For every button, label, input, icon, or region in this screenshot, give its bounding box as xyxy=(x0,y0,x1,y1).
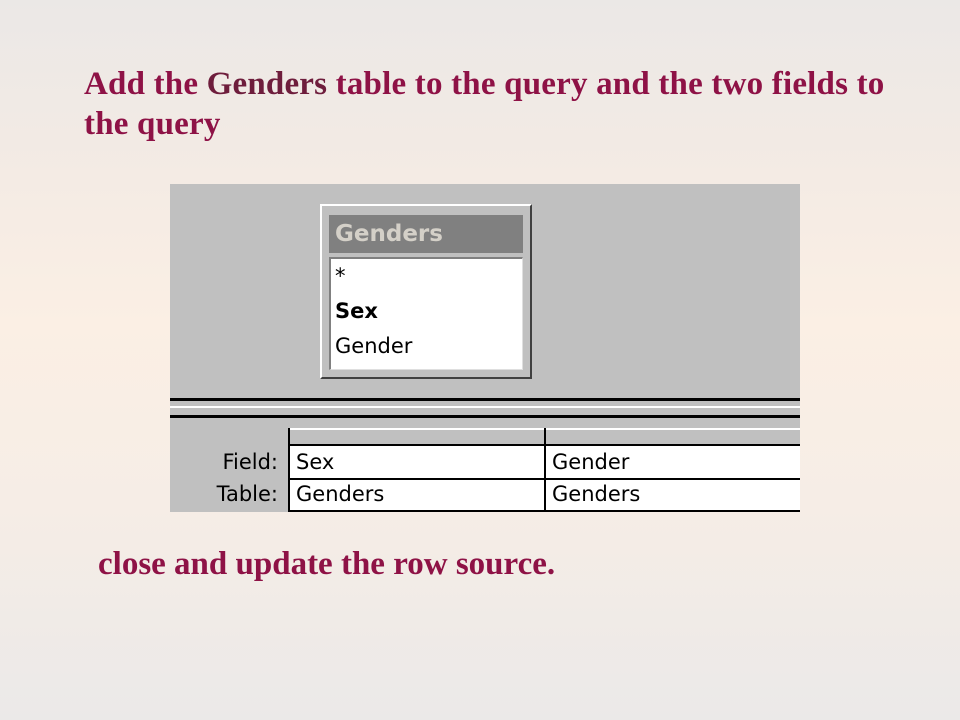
heading-text-end: table to the query and the two fields to… xyxy=(84,66,885,142)
grid-cell-table-1[interactable]: Genders xyxy=(296,482,385,506)
field-sex-primary-key[interactable]: Sex xyxy=(335,299,378,323)
row-label-table: Table: xyxy=(216,482,278,506)
query-design-screenshot: Genders * Sex Gender Field: Table: Sex G… xyxy=(170,184,800,512)
slide-footer-text: close and update the row source. xyxy=(98,546,556,582)
grid-cell-field-1[interactable]: Sex xyxy=(296,450,335,474)
design-grid-row-labels: Field: Table: xyxy=(170,446,278,510)
row-divider xyxy=(290,478,800,480)
genders-table-field-list[interactable]: Genders * Sex Gender xyxy=(320,204,532,379)
design-grid: Sex Gender Genders Genders xyxy=(288,428,800,512)
field-list: * Sex Gender xyxy=(329,257,523,370)
row-label-field: Field: xyxy=(222,450,278,474)
column-divider xyxy=(544,428,546,512)
table-title-bar[interactable]: Genders xyxy=(329,215,523,253)
grid-cell-table-2[interactable]: Genders xyxy=(552,482,641,506)
heading-text-start: Add the xyxy=(84,66,207,102)
field-gender[interactable]: Gender xyxy=(335,334,413,358)
pane-splitter[interactable] xyxy=(170,398,800,418)
field-all-asterisk[interactable]: * xyxy=(335,264,346,288)
grid-cell-field-2[interactable]: Gender xyxy=(552,450,630,474)
row-divider xyxy=(290,510,800,512)
slide-heading: Add the Genders table to the query and t… xyxy=(84,64,904,144)
heading-table-name: Genders xyxy=(206,66,328,102)
